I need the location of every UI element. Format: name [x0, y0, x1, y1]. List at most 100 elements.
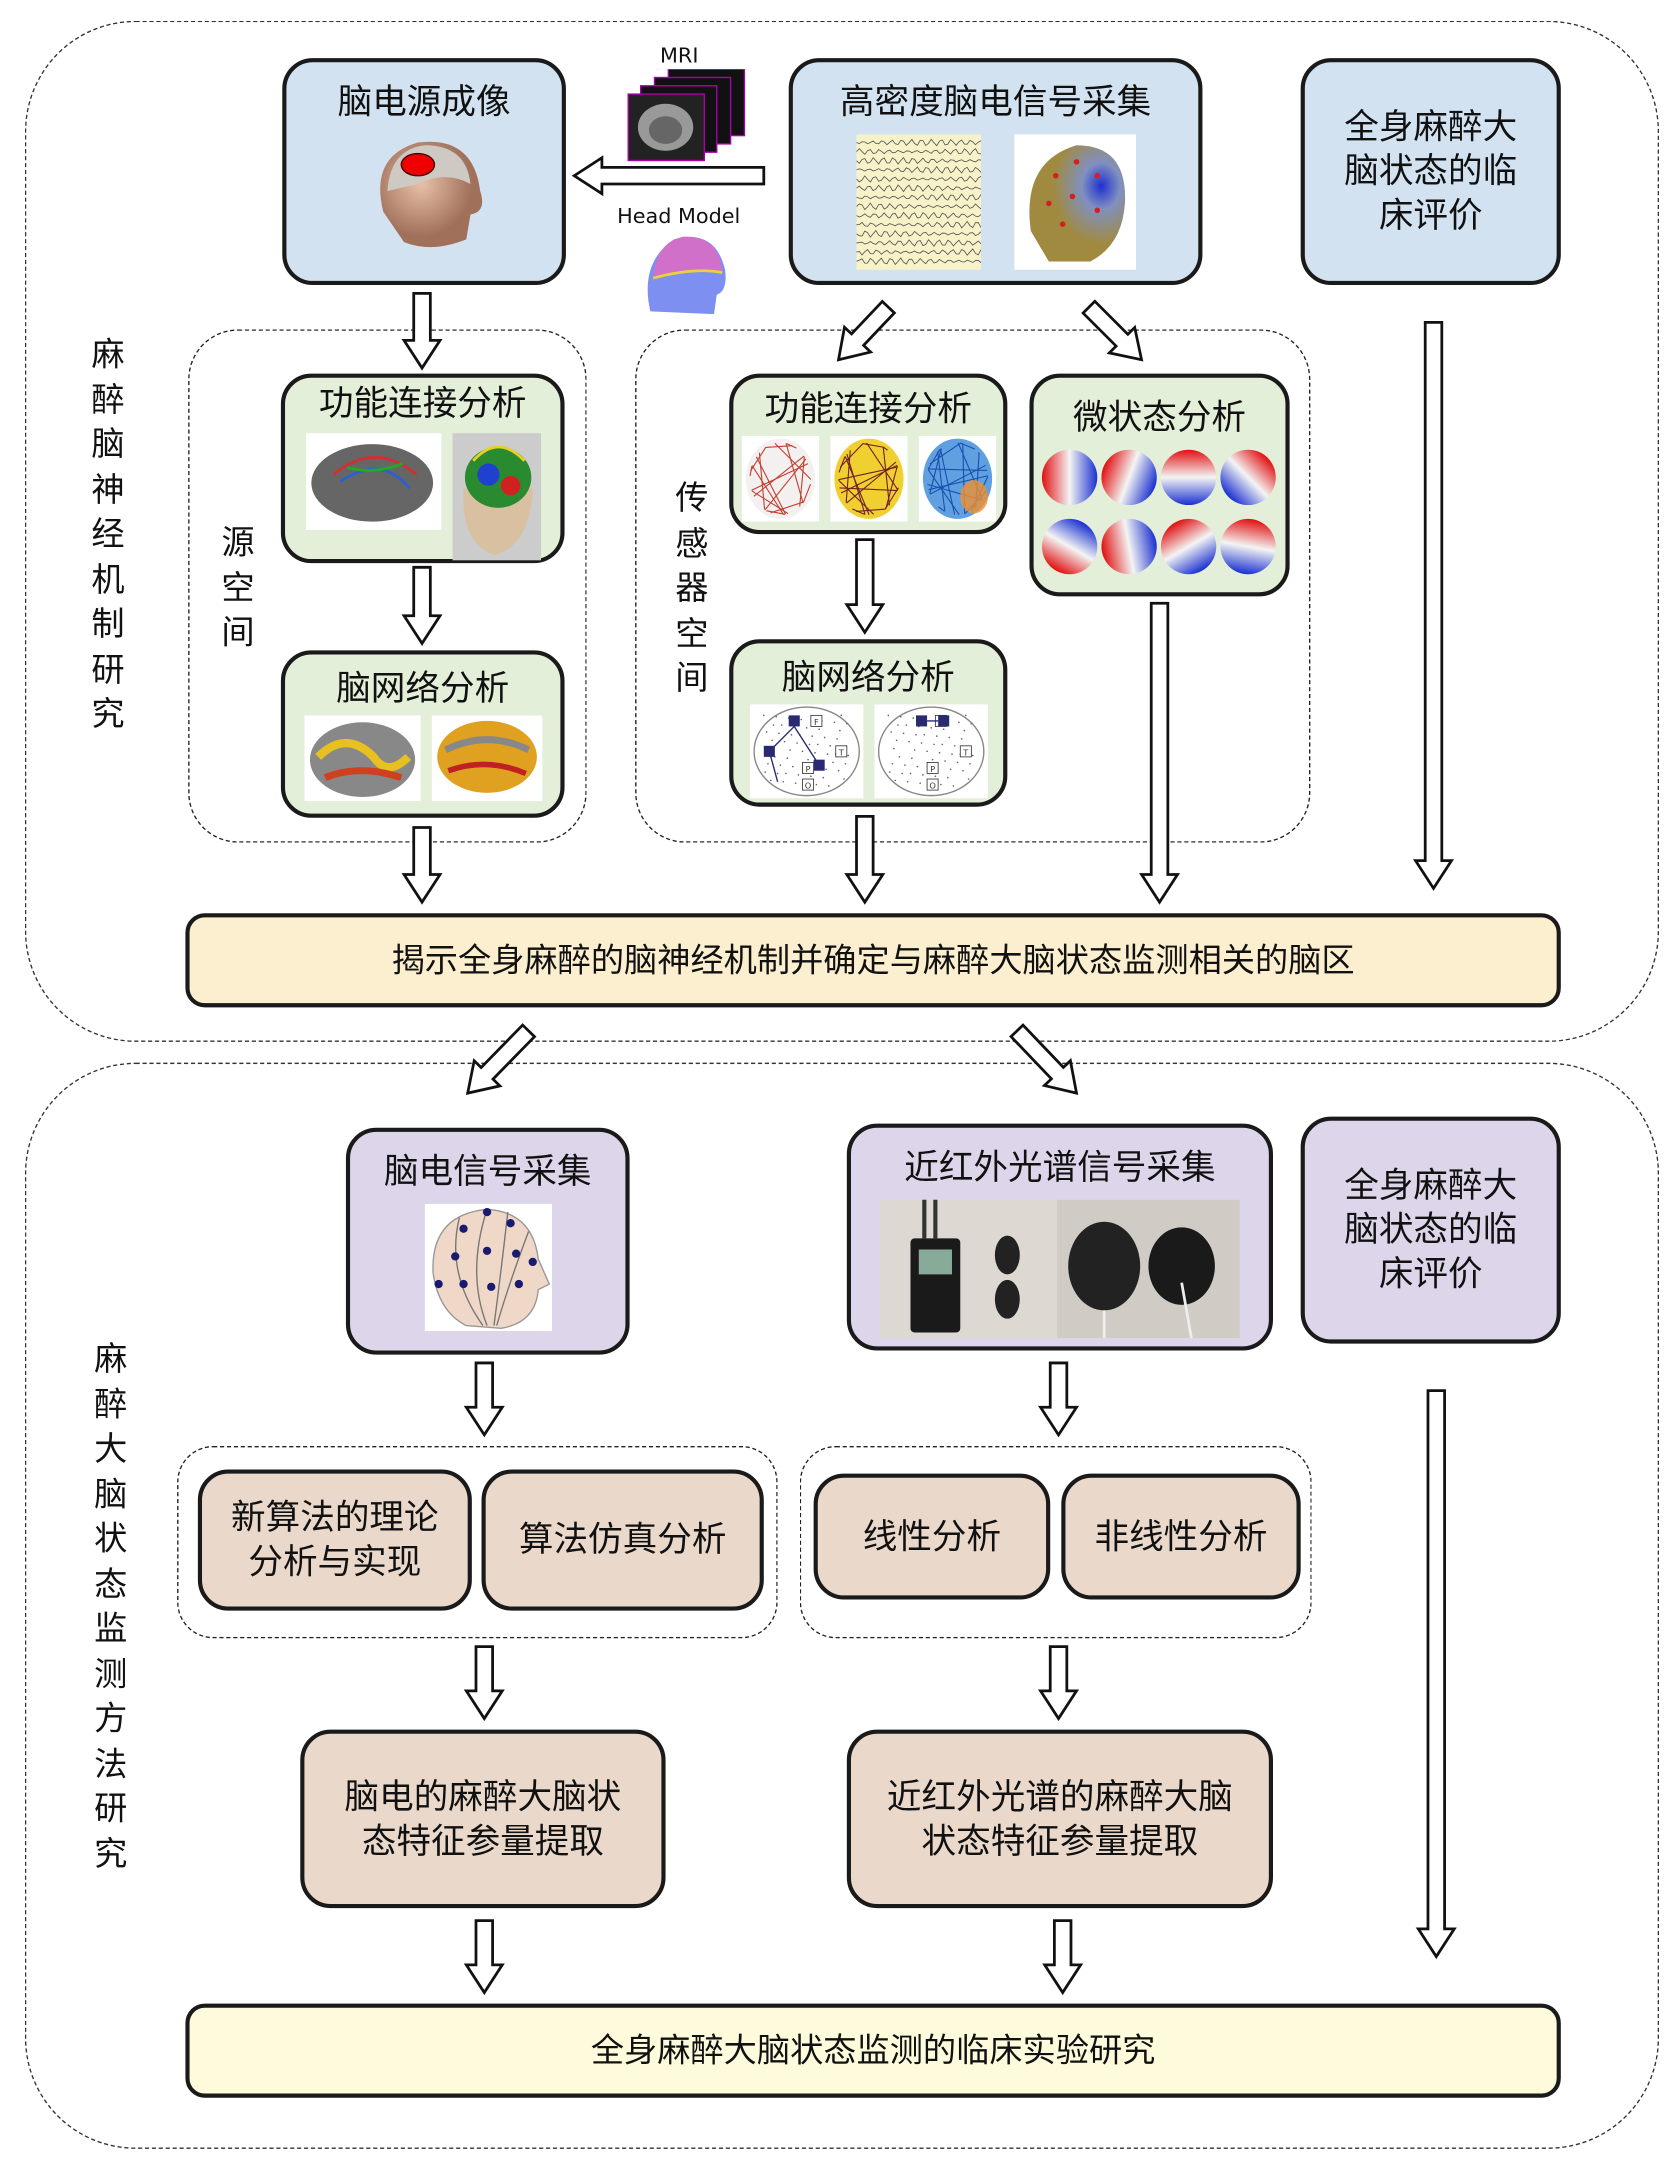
eeg-methods-group	[177, 1445, 778, 1639]
flow-arrow	[571, 155, 766, 197]
mechanism-research-region	[24, 20, 1660, 1042]
flow-arrow	[836, 299, 897, 362]
head-tracts-image	[451, 433, 541, 561]
eeg-feature-extraction-box: 脑电的麻醉大脑状态特征参量提取	[300, 1729, 666, 1909]
nirs-feature-extraction-box: 近红外光谱的麻醉大脑状态特征参量提取	[846, 1729, 1274, 1909]
source-brain-network-box: 脑网络分析	[280, 650, 565, 818]
flow-arrow	[1415, 1389, 1457, 1960]
svg-text:O: O	[929, 781, 936, 791]
mechanism-conclusion-text: 揭示全身麻醉的脑神经机制并确定与麻醉大脑状态监测相关的脑区	[391, 940, 1355, 980]
flow-arrow	[1139, 601, 1181, 905]
eeg-feature-text: 脑电的麻醉大脑状态特征参量提取	[344, 1775, 622, 1861]
clinical-evaluation-box-bottom: 全身麻醉大脑状态的临床评价	[1300, 1116, 1561, 1344]
eeg-acquisition-box: 脑电信号采集	[345, 1127, 630, 1355]
sensor-connectivity-map	[740, 435, 819, 522]
mri-slices-image	[627, 69, 746, 162]
svg-text:P: P	[805, 764, 810, 774]
monitoring-side-label: 麻醉大脑状态监测方法研究	[94, 1339, 128, 1873]
flow-arrow	[1009, 1023, 1079, 1095]
flow-arrow	[1037, 1361, 1080, 1438]
algorithm-simulation-text: 算法仿真分析	[518, 1519, 727, 1560]
nirs-acquisition-title: 近红外光谱信号采集	[904, 1147, 1216, 1188]
microstate-topomap	[1041, 449, 1098, 506]
flow-arrow	[1042, 1919, 1084, 1996]
microstate-topomap	[1101, 449, 1157, 506]
flow-arrow	[401, 826, 443, 905]
flow-arrow	[463, 1919, 505, 1996]
nirs-device-photo	[880, 1199, 1240, 1339]
source-fc-title: 功能连接分析	[318, 383, 527, 424]
new-algorithm-box: 新算法的理论分析与实现	[197, 1469, 472, 1611]
flow-arrow	[1081, 299, 1144, 362]
sensor-space-label: 传感器空间	[675, 478, 709, 698]
source-functional-connectivity-box: 功能连接分析	[280, 373, 565, 564]
cortex-network-right-image	[431, 715, 542, 802]
microstate-topomaps-image	[1041, 449, 1276, 575]
linear-analysis-text: 线性分析	[862, 1515, 1002, 1556]
eeg-acquisition-title: 脑电信号采集	[383, 1151, 592, 1192]
flow-arrow	[463, 1645, 505, 1722]
flow-arrow	[844, 814, 886, 905]
sensor-network-map-left: F T PO	[749, 704, 863, 799]
clinical-evaluation-text: 全身麻醉大脑状态的临床评价	[1344, 106, 1518, 236]
microstate-topomap	[1160, 518, 1217, 575]
source-bn-title: 脑网络分析	[336, 668, 510, 709]
svg-text:P: P	[929, 764, 934, 774]
clinical-evaluation-box-top: 全身麻醉大脑状态的临床评价	[1300, 58, 1561, 286]
cortex-connectivity-image	[305, 433, 441, 530]
clinical-evaluation-text-bottom: 全身麻醉大脑状态的临床评价	[1344, 1165, 1518, 1294]
microstate-topomap	[1220, 449, 1276, 506]
linear-analysis-box: 线性分析	[813, 1473, 1051, 1600]
microstate-title: 微状态分析	[1073, 397, 1247, 438]
clinical-experiment-text: 全身麻醉大脑状态监测的临床实验研究	[590, 2030, 1156, 2070]
cortex-network-left-image	[303, 715, 420, 802]
clinical-experiment-box: 全身麻醉大脑状态监测的临床实验研究	[185, 2003, 1561, 2098]
source-space-label: 源空间	[221, 523, 255, 652]
head-model-label: Head Model	[617, 203, 741, 229]
new-algorithm-text: 新算法的理论分析与实现	[231, 1497, 439, 1582]
sensor-functional-connectivity-box: 功能连接分析	[729, 373, 1008, 535]
mri-label: MRI	[660, 42, 699, 68]
flow-arrow	[1412, 321, 1455, 891]
algorithm-simulation-box: 算法仿真分析	[481, 1469, 764, 1611]
microstate-topomap	[1041, 518, 1098, 575]
nirs-methods-group	[799, 1445, 1312, 1639]
mechanism-conclusion-box: 揭示全身麻醉的脑神经机制并确定与麻醉大脑状态监测相关的脑区	[185, 913, 1561, 1008]
source-imaging-box: 脑电源成像	[282, 58, 566, 286]
nirs-acquisition-box: 近红外光谱信号采集	[846, 1123, 1274, 1351]
head-model-image	[647, 236, 726, 315]
microstate-topomap	[1101, 518, 1157, 575]
sensor-fc-title: 功能连接分析	[764, 388, 973, 429]
head-source-image	[379, 141, 482, 248]
flow-arrow	[463, 1361, 505, 1438]
sensor-connectivity-map	[829, 435, 908, 522]
nirs-feature-text: 近红外光谱的麻醉大脑状态特征参量提取	[886, 1775, 1233, 1861]
sensor-space-group	[635, 329, 1311, 843]
mechanism-side-label: 麻醉脑神经机制研究	[91, 334, 125, 734]
source-imaging-title: 脑电源成像	[337, 81, 511, 122]
svg-text:O: O	[804, 781, 811, 791]
nonlinear-analysis-text: 非线性分析	[1094, 1515, 1268, 1556]
svg-text:F: F	[813, 717, 818, 727]
eeg-traces-image	[855, 134, 981, 270]
hd-eeg-box: 高密度脑电信号采集	[788, 58, 1203, 286]
svg-text:T: T	[837, 748, 844, 758]
sensor-bn-title: 脑网络分析	[781, 657, 955, 698]
flow-arrow	[465, 1023, 537, 1095]
microstate-topomap	[1220, 518, 1276, 575]
microstate-topomap	[1160, 449, 1217, 506]
flow-arrow	[844, 538, 886, 635]
monitoring-method-region	[24, 1062, 1660, 2149]
source-space-group	[188, 329, 587, 843]
eeg-cap-head-image	[424, 1203, 552, 1332]
microstate-box: 微状态分析	[1029, 373, 1290, 597]
flow-arrow	[1037, 1645, 1080, 1722]
sensor-connectivity-map	[918, 435, 996, 522]
svg-text:T: T	[962, 748, 969, 758]
nonlinear-analysis-box: 非线性分析	[1061, 1473, 1301, 1600]
hd-eeg-title: 高密度脑电信号采集	[839, 81, 1152, 122]
